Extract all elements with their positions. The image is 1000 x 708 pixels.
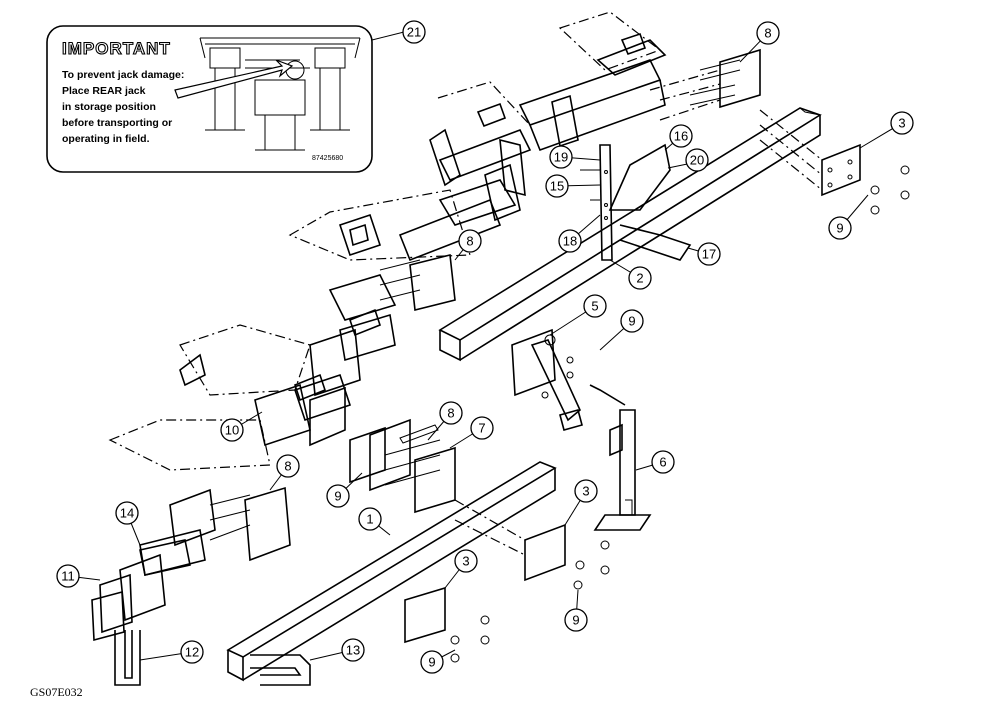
svg-text:8: 8 [764,26,771,41]
callout-c9c: 9 [326,484,350,508]
callout-c13: 13 [341,638,365,662]
callout-c8d: 8 [439,401,463,425]
decal-jack-illustration [174,37,361,151]
u-bolt-12 [114,630,141,686]
callout-c9a: 9 [828,216,852,240]
decal-title: IMPORTANT [62,39,171,58]
decal-line-3: in storage position [62,101,156,113]
decal-line-5: operating in field. [62,133,150,145]
callout-c8a: 8 [756,21,780,45]
svg-text:9: 9 [836,221,843,236]
decal-line-2: Place REAR jack [62,85,146,97]
svg-text:3: 3 [462,554,469,569]
svg-text:9: 9 [628,314,635,329]
callout-c21: 21 [402,20,426,44]
callout-c14: 14 [115,501,139,525]
svg-text:2: 2 [636,271,643,286]
svg-text:9: 9 [428,655,435,670]
svg-text:10: 10 [225,423,239,438]
svg-text:15: 15 [550,179,564,194]
svg-text:8: 8 [447,406,454,421]
jack-mount-5 [511,328,583,431]
svg-text:11: 11 [61,569,75,584]
callout-c9d: 9 [564,608,588,632]
plate-3-upper [759,109,910,215]
callout-c15: 15 [545,174,569,198]
svg-text:8: 8 [284,459,291,474]
callout-c17: 17 [697,242,721,266]
svg-text:12: 12 [185,645,199,660]
svg-text:3: 3 [898,116,905,131]
frame-outline-upper [288,11,667,262]
callout-c19: 19 [549,145,573,169]
svg-text:9: 9 [572,613,579,628]
svg-text:1: 1 [366,512,373,527]
callout-c1: 1 [358,507,382,531]
callout-c8c: 8 [276,454,300,478]
callout-c20: 20 [685,148,709,172]
callout-c11: 11 [56,564,80,588]
important-decal: IMPORTANT To prevent jack damage: Place … [46,25,373,173]
svg-text:19: 19 [554,150,568,165]
plate-3-middle [454,499,610,590]
jack-6 [589,384,652,531]
plate-3-lower [404,586,490,663]
svg-text:14: 14 [120,506,134,521]
callout-c9e: 9 [420,650,444,674]
decal-line-4: before transporting or [62,117,172,129]
svg-text:7: 7 [478,421,485,436]
callout-c16: 16 [669,124,693,148]
callout-c18: 18 [558,229,582,253]
svg-text:21: 21 [407,25,421,40]
svg-text:18: 18 [563,234,577,249]
callout-c3c: 3 [454,549,478,573]
svg-text:13: 13 [346,643,360,658]
tube-2 [438,107,822,362]
callout-c10: 10 [220,418,244,442]
decal-line-1: To prevent jack damage: [62,69,184,81]
callout-c5: 5 [583,294,607,318]
u-bolt-13 [250,654,311,686]
svg-text:20: 20 [690,153,704,168]
drawing-id: GS07E032 [30,685,83,699]
tube-1 [226,461,557,682]
mount-10 [108,383,346,471]
decal-part-code: 87425680 [312,155,343,162]
svg-text:5: 5 [591,299,598,314]
callout-c6: 6 [651,450,675,474]
svg-text:8: 8 [466,234,473,249]
svg-text:6: 6 [659,455,666,470]
svg-text:9: 9 [334,489,341,504]
callout-c2: 2 [628,266,652,290]
callout-c8b: 8 [458,229,482,253]
callout-c12: 12 [180,640,204,664]
svg-text:3: 3 [582,484,589,499]
svg-text:17: 17 [702,247,716,262]
callout-c3a: 3 [890,111,914,135]
callout-c9b: 9 [620,309,644,333]
callout-c7: 7 [470,416,494,440]
decal-bracket-assembly [580,143,692,261]
center-frame-section [179,254,456,422]
callout-c3b: 3 [574,479,598,503]
plate-7 [349,418,456,514]
lower-frame-section [91,486,291,642]
svg-text:16: 16 [674,129,688,144]
upper-mount-plate [649,48,761,121]
